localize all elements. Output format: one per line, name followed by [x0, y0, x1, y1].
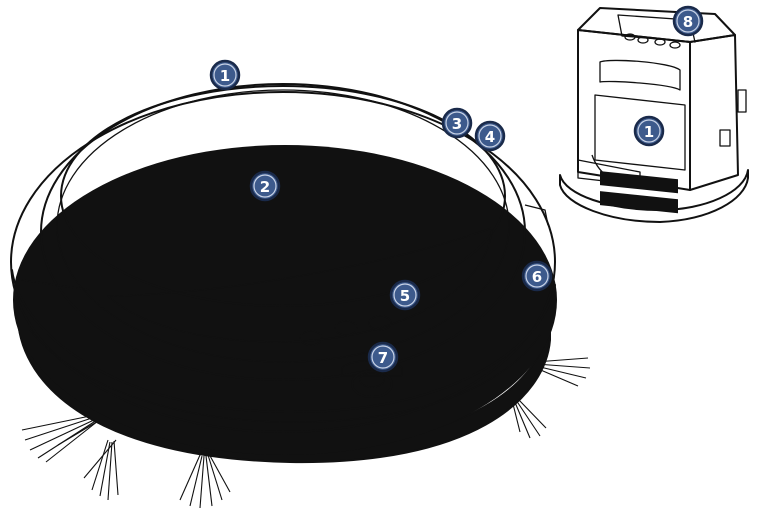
robot-front-sensor-wheel [351, 370, 393, 398]
side-brush-center [179, 453, 231, 509]
dock-display-panel [617, 14, 696, 43]
robot-button-left[interactable] [299, 330, 323, 346]
dock-handle-slot [599, 59, 681, 91]
callout-1-dock: 1 [633, 115, 665, 147]
robot-button-center[interactable] [334, 320, 358, 336]
robot-base-shadow [13, 145, 557, 455]
dock-button-1[interactable] [624, 33, 636, 41]
dock-button-2[interactable] [637, 36, 649, 44]
dock-contact-bay [594, 94, 686, 171]
callout-5: 5 [389, 279, 421, 311]
dock-button-4[interactable] [669, 41, 681, 49]
callout-7-label: 7 [378, 349, 388, 367]
callout-4: 4 [474, 120, 506, 152]
robot-lid-shape [60, 85, 506, 307]
callout-1-dock-label: 1 [644, 123, 654, 141]
robot-front-sensor-hub [359, 372, 385, 388]
dock-contact-strip-top [600, 171, 678, 194]
docking-station [559, 7, 749, 223]
callout-6-label: 6 [532, 268, 542, 286]
callout-8: 8 [672, 5, 704, 37]
callout-6: 6 [521, 260, 553, 292]
robot-control-panel-area [107, 227, 493, 343]
dock-button-3[interactable] [654, 38, 666, 46]
callout-1-robot-label: 1 [220, 67, 230, 85]
callout-2-label: 2 [260, 178, 270, 196]
dock-side-vent [737, 89, 747, 113]
callout-2: 2 [249, 170, 281, 202]
callout-4-label: 4 [485, 128, 495, 146]
robot-bumper-ring [40, 83, 526, 381]
robot-vacuum [10, 83, 591, 509]
robot-body-band-lower [29, 329, 541, 423]
dock-power-port [719, 129, 731, 147]
callout-3: 3 [441, 107, 473, 139]
robot-body-outer [10, 91, 556, 433]
dock-contact-strip-bottom [600, 191, 678, 214]
callout-8-label: 8 [683, 13, 693, 31]
robot-front-notch [21, 279, 101, 301]
dock-body-top [577, 7, 736, 43]
callout-1-robot: 1 [209, 59, 241, 91]
robot-side-notch [524, 204, 549, 226]
side-brush-left [21, 414, 119, 501]
dock-body-side [689, 34, 739, 191]
robot-body-band [11, 269, 556, 414]
robot-button-right[interactable] [368, 315, 392, 331]
callout-5-label: 5 [400, 287, 410, 305]
callout-7: 7 [367, 341, 399, 373]
callout-3-label: 3 [452, 115, 462, 133]
robot-bumper-inner [56, 89, 510, 363]
